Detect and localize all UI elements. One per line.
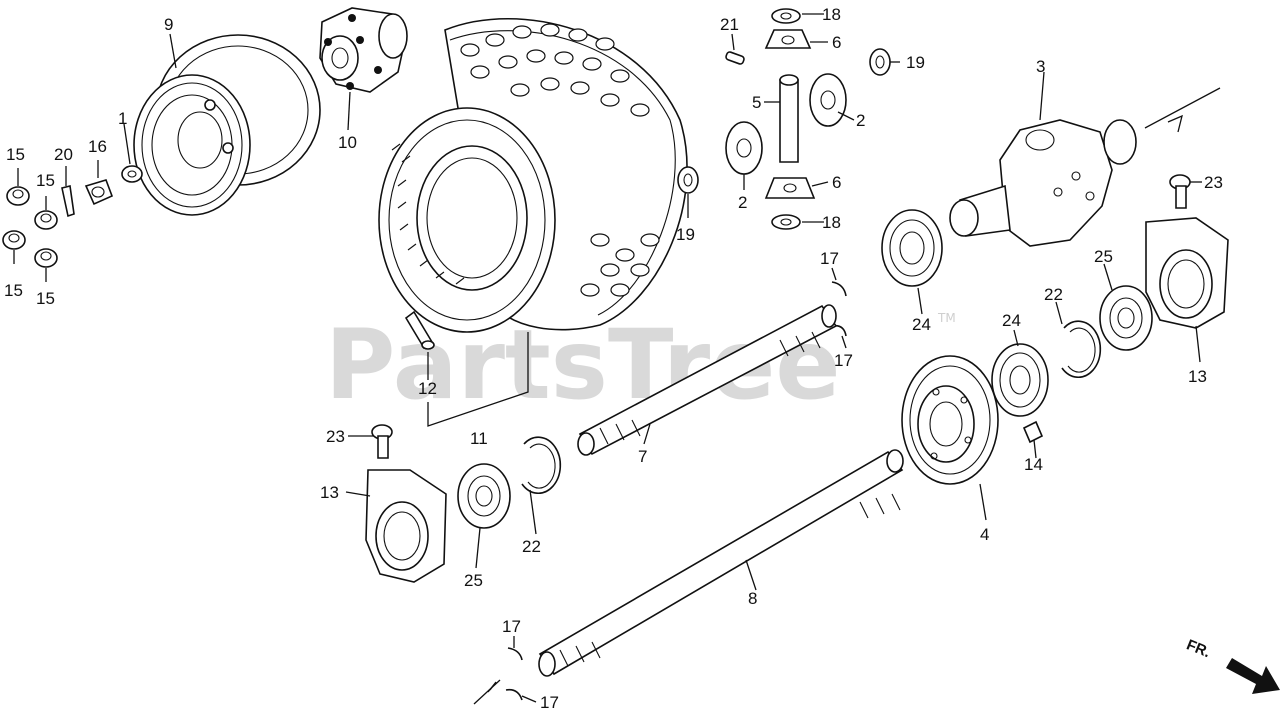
wheel-rim[interactable]: [133, 34, 321, 216]
callout-22-right: 22: [1044, 285, 1063, 304]
callout-18-top: 18: [822, 5, 841, 24]
circlip-22-right[interactable]: [1061, 320, 1102, 378]
callout-15-d: 15: [36, 289, 55, 308]
washer-1[interactable]: [121, 165, 143, 183]
callout-17-d: 17: [540, 693, 559, 712]
callout-13-left: 13: [320, 483, 339, 502]
callout-15-a: 15: [6, 145, 25, 164]
bearing-holder-right[interactable]: [1145, 217, 1229, 329]
flange-nut-3[interactable]: [2, 230, 26, 250]
callout-6-top: 6: [832, 33, 841, 52]
bearing-24-upper[interactable]: [881, 209, 943, 287]
callout-11: 11: [470, 429, 488, 448]
callout-22-left: 22: [522, 537, 541, 556]
callout-14: 14: [1024, 455, 1043, 474]
bearing-holder-left[interactable]: [365, 469, 447, 583]
differential-case[interactable]: [949, 119, 1137, 247]
callout-21: 21: [720, 15, 739, 34]
circlip-17-c[interactable]: [507, 647, 523, 661]
circlip-22-left[interactable]: [521, 436, 562, 494]
callout-8: 8: [748, 589, 757, 608]
ring-gear[interactable]: [901, 355, 999, 485]
flange-nut-4[interactable]: [34, 248, 58, 268]
tire-valve[interactable]: [404, 310, 435, 350]
callout-23-right: 23: [1204, 173, 1223, 192]
front-direction-indicator: FR.: [1184, 636, 1280, 694]
washer-18-bottom[interactable]: [771, 214, 801, 230]
callout-19-top: 19: [906, 53, 925, 72]
bearing-25-left[interactable]: [457, 463, 511, 529]
wheel-hub[interactable]: [319, 7, 408, 93]
callout-23-left: 23: [326, 427, 345, 446]
callout-2-right: 2: [856, 111, 865, 130]
callout-7: 7: [638, 447, 647, 466]
callout-12: 12: [418, 379, 437, 398]
callout-5: 5: [752, 93, 761, 112]
bearing-24-lower[interactable]: [991, 343, 1049, 417]
callout-10: 10: [338, 133, 357, 152]
side-gear-2-right[interactable]: [809, 73, 847, 127]
callout-6-bottom: 6: [832, 173, 841, 192]
leader-lines: [13, 13, 1221, 705]
flange-nut-2[interactable]: [34, 210, 58, 230]
bearing-25-right[interactable]: [1099, 285, 1153, 351]
callout-13-right: 13: [1188, 367, 1207, 386]
callout-24-lower: 24: [1002, 311, 1021, 330]
axle-shaft-8[interactable]: [538, 449, 904, 677]
pinion-gear-6-bottom[interactable]: [764, 177, 816, 199]
callout-24-upper: 24: [912, 315, 931, 334]
callout-2-left: 2: [738, 193, 747, 212]
callout-25-right: 25: [1094, 247, 1113, 266]
callout-15-c: 15: [4, 281, 23, 300]
castle-nut[interactable]: [84, 179, 114, 206]
callout-17-c: 17: [502, 617, 521, 636]
bolt-14[interactable]: [1022, 420, 1044, 444]
fr-label: FR.: [1184, 636, 1213, 661]
callout-17-b: 17: [834, 351, 853, 370]
pinion-shaft-5[interactable]: [779, 74, 799, 163]
washer-19-top[interactable]: [869, 48, 891, 76]
watermark-trademark: TM: [937, 311, 956, 325]
side-gear-2-left[interactable]: [725, 121, 763, 175]
bolt-23-right[interactable]: [1169, 174, 1191, 209]
pinion-gear-6-top[interactable]: [764, 29, 812, 49]
callout-3: 3: [1036, 57, 1045, 76]
callout-25-left: 25: [464, 571, 483, 590]
cotter-pin[interactable]: [61, 185, 75, 218]
callout-9: 9: [164, 15, 173, 34]
tire[interactable]: [378, 18, 688, 333]
pin-21[interactable]: [725, 51, 745, 65]
circlip-17-d[interactable]: [505, 688, 523, 701]
washer-18-top[interactable]: [771, 8, 801, 24]
callout-1: 1: [118, 109, 127, 128]
circlip-17-a[interactable]: [831, 281, 847, 297]
flange-nut-1[interactable]: [6, 186, 30, 206]
washer-19-side[interactable]: [677, 166, 699, 194]
callout-19-side: 19: [676, 225, 695, 244]
callout-18-bottom: 18: [822, 213, 841, 232]
callout-4: 4: [980, 525, 989, 544]
callout-labels: 1 2 2 3 4 5 6 6 7 8 9 10 11 12 13 13 14 …: [4, 5, 1223, 712]
callout-20: 20: [54, 145, 73, 164]
callout-15-b: 15: [36, 171, 55, 190]
bolt-23-left[interactable]: [371, 424, 393, 459]
callout-16: 16: [88, 137, 107, 156]
axle-shaft-7[interactable]: [577, 304, 838, 456]
callout-17-a: 17: [820, 249, 839, 268]
